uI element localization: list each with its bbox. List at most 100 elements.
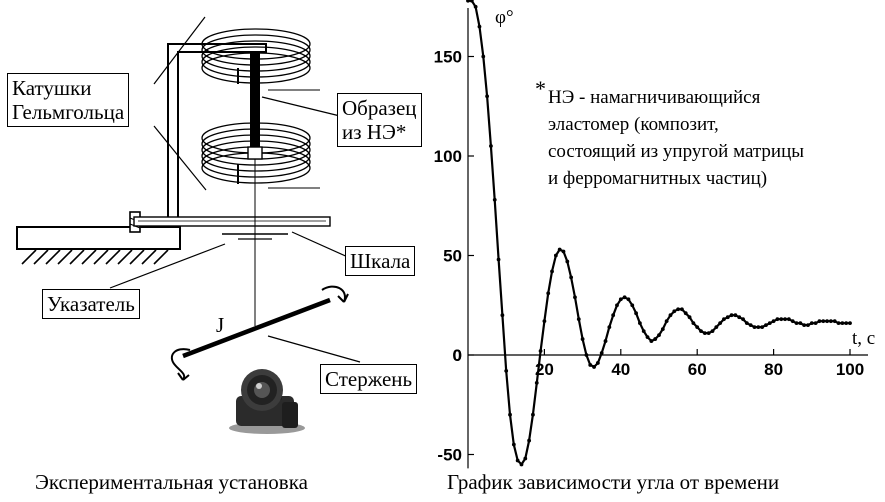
data-point xyxy=(809,321,814,326)
data-point xyxy=(511,442,516,447)
data-point xyxy=(553,253,558,258)
data-point xyxy=(725,315,730,320)
note-line-2: эластомер (композит, xyxy=(548,114,719,135)
data-point xyxy=(657,333,661,337)
data-point xyxy=(756,325,761,330)
data-point xyxy=(710,329,715,334)
sample-label: Образец из НЭ* xyxy=(337,93,422,147)
data-point xyxy=(641,329,646,334)
data-point xyxy=(595,361,600,365)
x-tick-label: 80 xyxy=(764,360,783,379)
data-point xyxy=(603,339,608,343)
data-point xyxy=(630,303,635,308)
data-point xyxy=(508,412,512,417)
camera-icon xyxy=(229,369,305,434)
data-point xyxy=(660,327,665,332)
data-point xyxy=(783,317,787,322)
note-line-1: НЭ - намагничивающийся xyxy=(548,87,761,108)
ne-sample xyxy=(250,52,260,148)
data-point xyxy=(748,323,753,328)
data-point xyxy=(813,321,818,326)
data-point xyxy=(538,349,543,353)
data-point xyxy=(706,331,711,336)
data-point xyxy=(500,313,505,318)
note-star: * xyxy=(535,76,546,101)
scale-label: Шкала xyxy=(345,246,416,276)
data-point xyxy=(473,4,478,9)
data-point xyxy=(683,311,688,316)
data-point xyxy=(550,269,554,274)
y-tick-label: 150 xyxy=(434,48,462,67)
setup-caption: Экспериментальная установка xyxy=(35,470,308,494)
data-point xyxy=(653,337,658,341)
data-point xyxy=(699,329,703,334)
data-point xyxy=(794,321,799,326)
data-point xyxy=(836,321,841,326)
data-point xyxy=(561,249,566,254)
data-point xyxy=(504,369,509,373)
data-point xyxy=(489,144,493,148)
origin-label: 0 xyxy=(453,346,462,365)
data-point xyxy=(523,456,528,461)
data-point xyxy=(702,331,707,336)
base-platform xyxy=(16,226,181,250)
data-point xyxy=(695,325,700,330)
x-tick-label: 60 xyxy=(688,360,707,379)
x-tick-label: 100 xyxy=(836,360,864,379)
rod-label: Стержень xyxy=(320,364,418,394)
data-point xyxy=(744,321,749,326)
data-point xyxy=(542,319,547,324)
data-point xyxy=(592,365,596,369)
data-point xyxy=(485,94,489,99)
data-point xyxy=(741,317,745,322)
data-point xyxy=(718,321,723,326)
data-point xyxy=(829,319,833,324)
data-point xyxy=(534,380,539,385)
data-point xyxy=(664,319,669,324)
data-point xyxy=(687,315,692,320)
data-point xyxy=(576,317,581,322)
data-point xyxy=(546,291,551,296)
data-point xyxy=(798,321,803,326)
data-point xyxy=(680,307,684,312)
note-line-4: и ферромагнитных частиц) xyxy=(548,168,768,189)
data-point xyxy=(672,309,677,314)
y-tick-label: 100 xyxy=(434,147,462,166)
data-point xyxy=(840,321,845,326)
data-point xyxy=(775,317,780,322)
series-line xyxy=(468,0,850,466)
data-point xyxy=(527,438,532,443)
data-point xyxy=(844,321,849,326)
data-point xyxy=(786,317,791,322)
y-tick-label: 50 xyxy=(443,247,462,266)
scale-plate xyxy=(133,216,331,227)
data-point xyxy=(618,297,623,302)
y-tick-label: 0 xyxy=(453,346,462,365)
data-point xyxy=(573,295,577,300)
data-point xyxy=(557,247,562,252)
data-point xyxy=(611,313,616,318)
data-point xyxy=(691,321,696,326)
data-point xyxy=(496,257,501,262)
data-point xyxy=(519,462,524,467)
data-point xyxy=(580,337,585,341)
sample-clip xyxy=(247,146,263,160)
data-point xyxy=(531,412,535,417)
data-point xyxy=(638,321,642,326)
data-point xyxy=(714,325,719,330)
data-point xyxy=(722,317,726,322)
data-point xyxy=(565,259,570,264)
data-point xyxy=(466,0,470,3)
data-point xyxy=(676,307,680,312)
data-point xyxy=(848,321,852,326)
data-point xyxy=(569,275,574,280)
data-point xyxy=(634,311,638,316)
rod-j-label: J xyxy=(216,313,224,337)
y-axis-label: φ° xyxy=(495,7,514,28)
data-point xyxy=(760,325,765,330)
data-point xyxy=(752,325,757,330)
data-point xyxy=(825,319,829,324)
data-point xyxy=(802,323,807,328)
